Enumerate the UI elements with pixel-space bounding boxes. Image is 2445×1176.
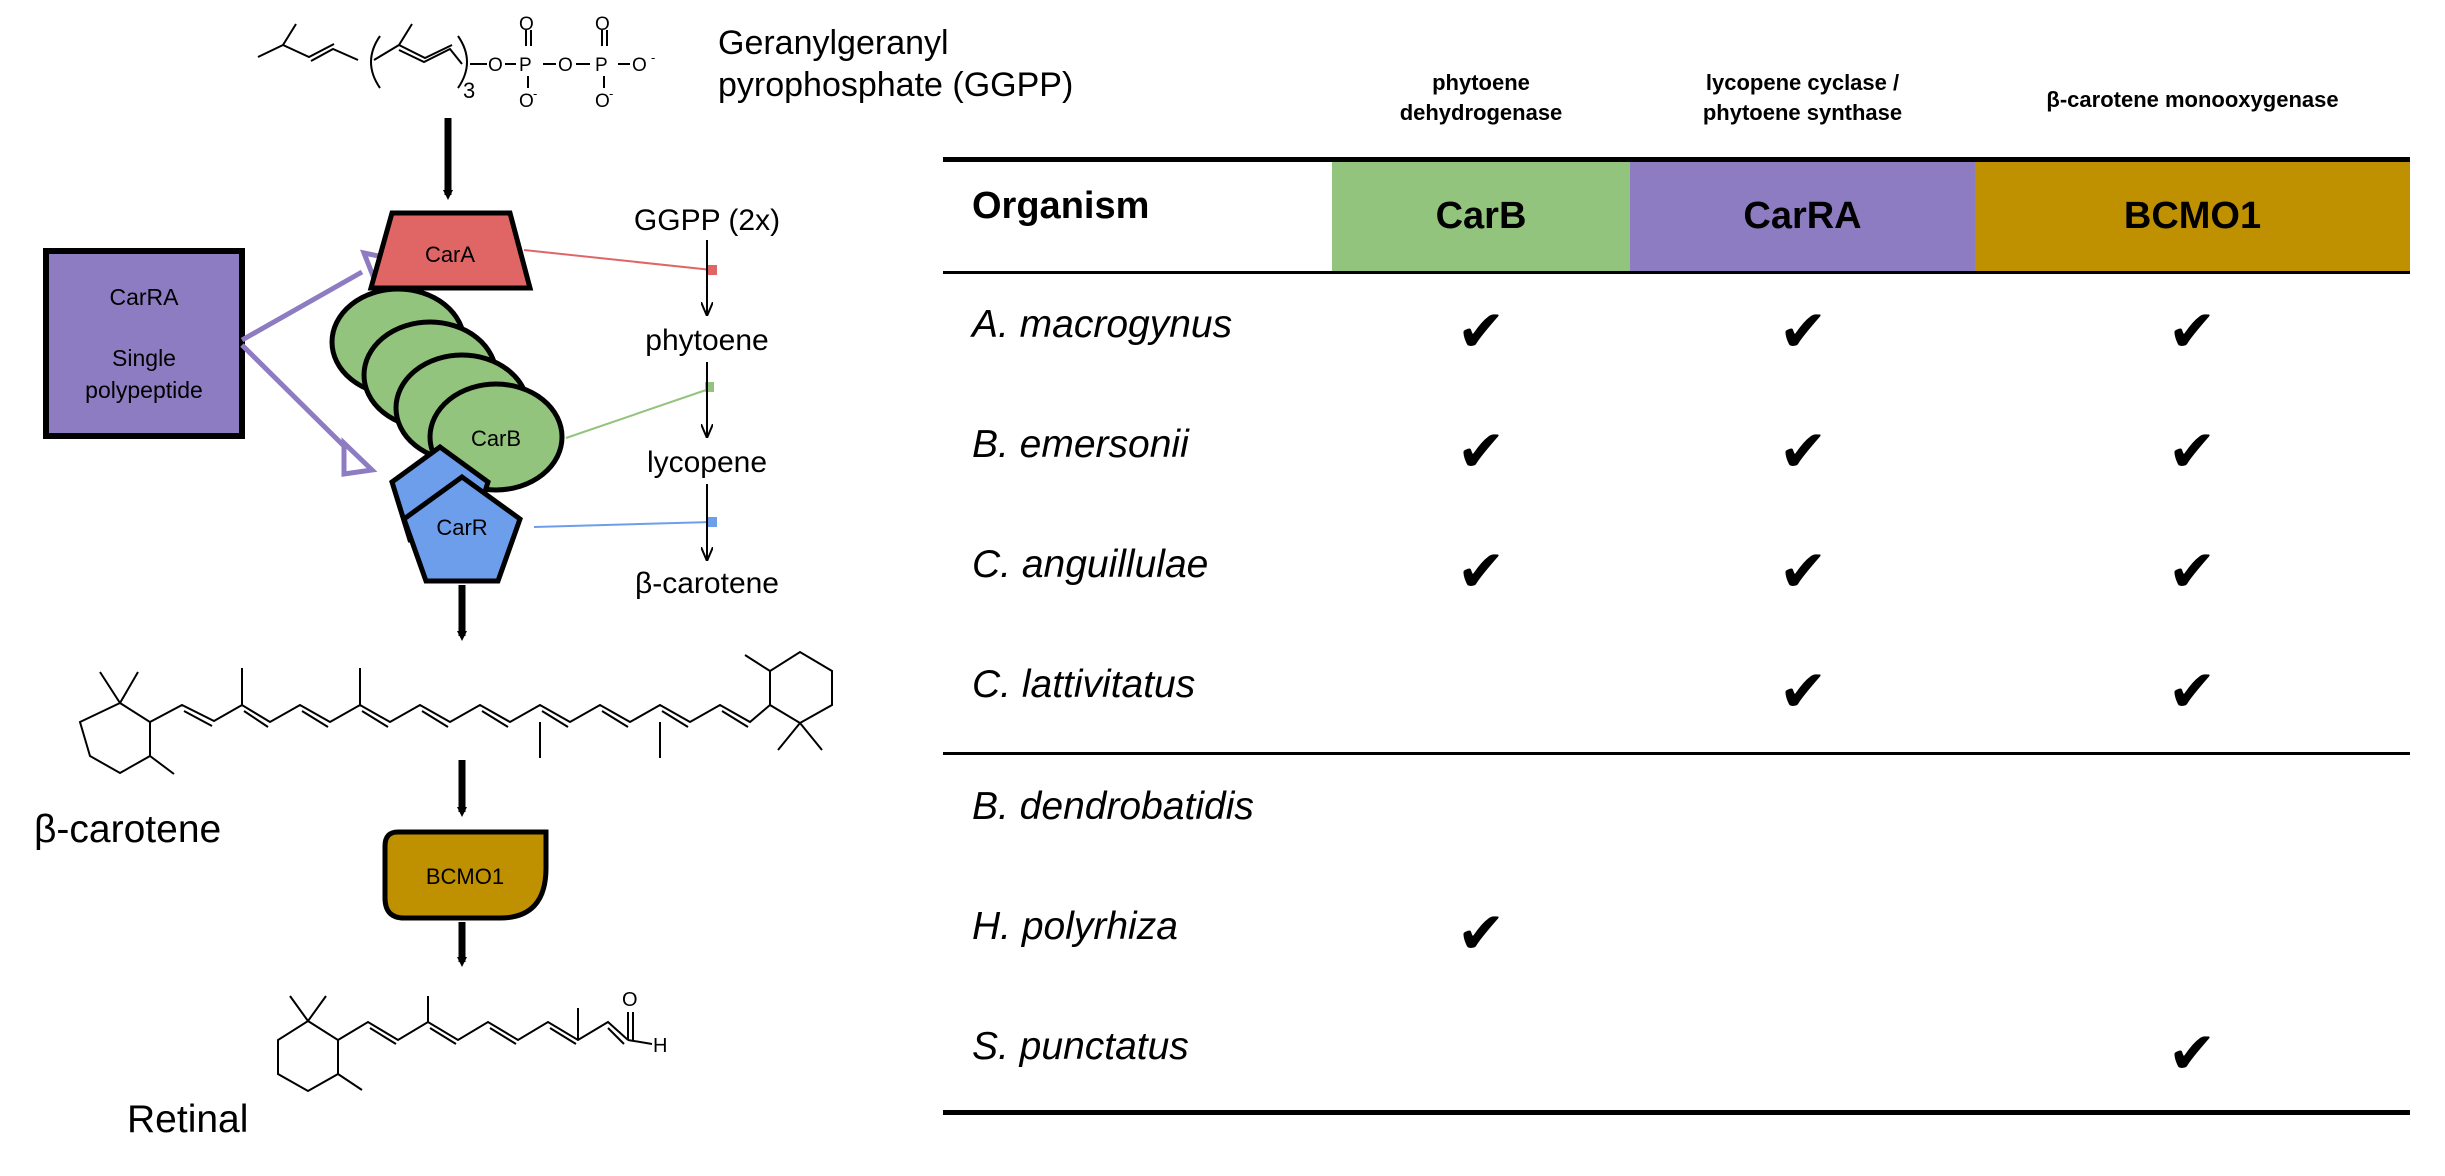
carb-label: CarB <box>471 426 521 451</box>
enzyme-step-links <box>523 249 717 528</box>
header-note-carra-line2: phytoene synthase <box>1702 100 1903 125</box>
svg-text:-: - <box>609 86 613 101</box>
ggpp-subscript: 3 <box>463 78 475 103</box>
header-note-carb-line1: phytoene <box>1432 70 1530 95</box>
header-note-bcmo1: β-carotene monooxygenase <box>1975 85 2410 115</box>
svg-text:O: O <box>558 55 573 76</box>
svg-text:O: O <box>519 91 534 112</box>
header-bottom-rule <box>943 271 2410 274</box>
svg-text:-: - <box>651 50 655 65</box>
intermediate-chain: GGPP (2x) phytoene lycopene β-carotene <box>634 204 780 600</box>
header-note-carra: lycopene cyclase / phytoene synthase <box>1630 68 1975 128</box>
svg-text:-: - <box>533 86 537 101</box>
svg-text:O: O <box>595 91 610 112</box>
svg-text:O: O <box>488 55 503 76</box>
header-note-carra-line1: lycopene cyclase / <box>1705 70 1900 95</box>
svg-text:O: O <box>595 14 610 35</box>
table-bottom-rule <box>943 1110 2410 1115</box>
cara-shape <box>367 210 534 291</box>
ggpp-label: Geranylgeranyl pyrophosphate (GGPP) <box>718 22 1073 106</box>
organism-name: C. lattivitatus <box>972 663 1196 706</box>
header-note-bcmo1-line1: β-carotene monooxygenase <box>2046 87 2339 112</box>
check-bcmo1: ✔ <box>2167 299 2217 364</box>
header-note-carb: phytoene dehydrogenase <box>1332 68 1630 128</box>
cara-label: CarA <box>425 242 475 267</box>
check-bcmo1: ✔ <box>2167 659 2217 724</box>
ggpp-structure <box>257 23 630 89</box>
column-header-bcmo1: BCMO1 <box>1975 162 2410 271</box>
step-lycopene: lycopene <box>647 446 767 479</box>
check-carb: ✔ <box>1456 299 1506 364</box>
bcmo1-label: BCMO1 <box>426 864 504 889</box>
pathway-diagram: O P O O - O P O O - O - 3 CarRA Single p… <box>43 14 833 1093</box>
organism-name: B. emersonii <box>972 423 1189 466</box>
step-ggpp-2x: GGPP (2x) <box>634 204 780 237</box>
svg-text:P: P <box>519 55 532 76</box>
carr-label: CarR <box>436 515 487 540</box>
table-top-rule <box>943 157 2410 162</box>
ggpp-label-line1: Geranylgeranyl <box>718 24 949 62</box>
carr-shape <box>401 473 523 584</box>
header-note-carb-line2: dehydrogenase <box>1399 100 1563 125</box>
svg-text:O: O <box>519 14 534 35</box>
step-phytoene: phytoene <box>645 324 768 357</box>
retinal-oxygen: O <box>622 989 638 1011</box>
check-carra: ✔ <box>1778 299 1828 364</box>
retinal-hydrogen: H <box>653 1035 667 1057</box>
column-header-carb: CarB <box>1332 162 1630 271</box>
carra-box-title: CarRA <box>109 284 179 310</box>
check-carb: ✔ <box>1456 901 1506 966</box>
beta-carotene-structure <box>78 650 833 775</box>
step-beta-carotene: β-carotene <box>635 567 779 600</box>
organism-name: S. punctatus <box>972 1025 1189 1068</box>
check-carra: ✔ <box>1778 539 1828 604</box>
bcmo1-shape <box>382 829 549 921</box>
ggpp-label-line2: pyrophosphate (GGPP) <box>718 66 1074 104</box>
check-bcmo1: ✔ <box>2167 539 2217 604</box>
svg-text:P: P <box>595 55 608 76</box>
organism-name: A. macrogynus <box>972 303 1233 346</box>
carra-box <box>43 248 245 439</box>
check-carra: ✔ <box>1778 659 1828 724</box>
group-divider-rule <box>943 752 2410 755</box>
retinal-label: Retinal <box>127 1098 249 1141</box>
column-header-carra: CarRA <box>1630 162 1975 271</box>
check-carb: ✔ <box>1456 539 1506 604</box>
check-bcmo1: ✔ <box>2167 1021 2217 1086</box>
retinal-structure <box>277 995 653 1093</box>
check-bcmo1: ✔ <box>2167 419 2217 484</box>
carra-box-line2: polypeptide <box>85 377 203 403</box>
carra-box-line1: Single <box>112 345 176 371</box>
organism-name: H. polyrhiza <box>972 905 1178 948</box>
organism-name: B. dendrobatidis <box>972 785 1254 828</box>
organism-name: C. anguillulae <box>972 543 1209 586</box>
ggpp-atom-labels: O P O O - O P O O - O - <box>488 14 655 112</box>
column-header-organism: Organism <box>972 185 1150 227</box>
beta-carotene-label: β-carotene <box>34 808 222 851</box>
svg-text:O: O <box>632 55 647 76</box>
check-carb: ✔ <box>1456 419 1506 484</box>
check-carra: ✔ <box>1778 419 1828 484</box>
